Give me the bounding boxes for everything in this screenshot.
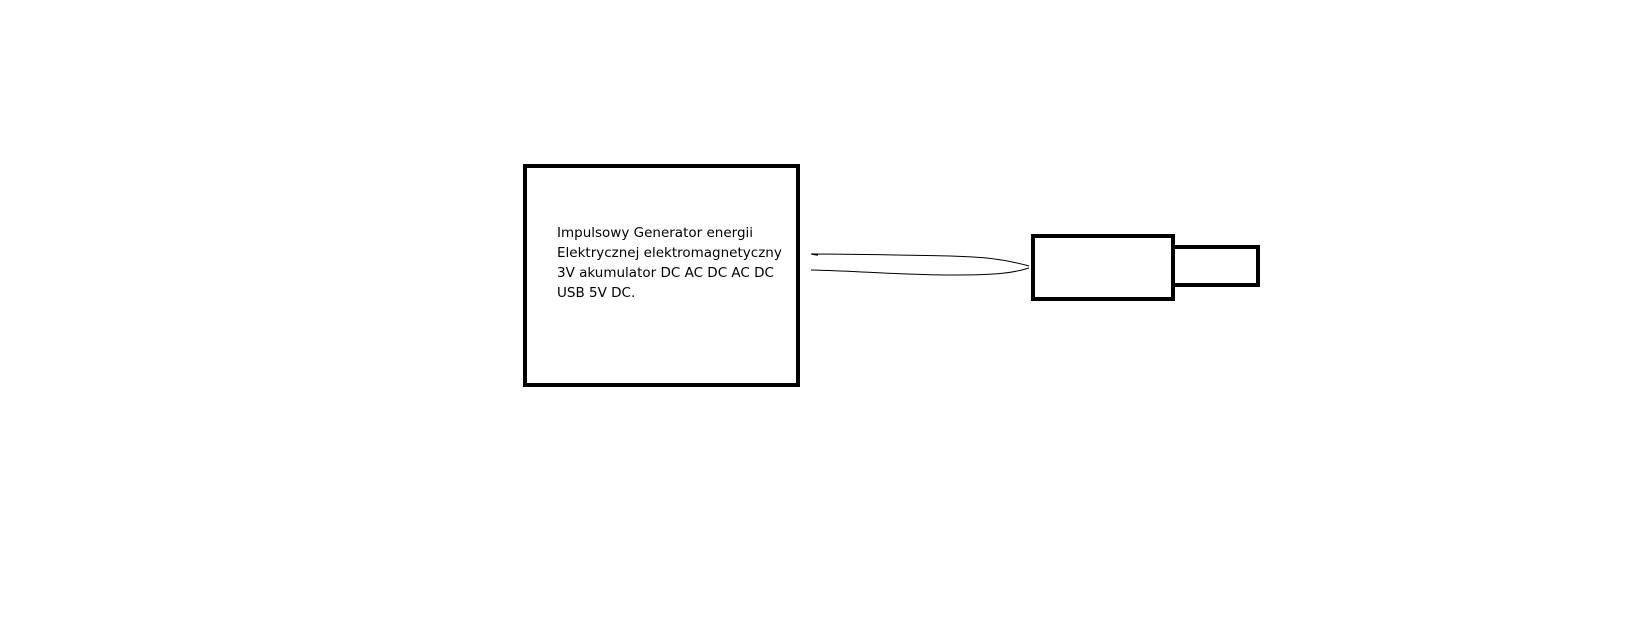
generator-label-line-3: 3V akumulator DC AC DC AC DC	[557, 265, 774, 281]
generator-label-line-1: Impulsowy Generator energii	[557, 225, 754, 241]
cable-bottom-edge	[810, 267, 1030, 276]
cable-top-edge	[810, 253, 1030, 267]
usb-connector-plug	[1171, 245, 1260, 287]
cable-start-tick	[811, 253, 819, 256]
generator-label: Impulsowy Generator energii Elektrycznej…	[557, 223, 782, 303]
generator-label-line-2: Elektrycznej elektromagnetyczny	[557, 245, 782, 261]
generator-box: Impulsowy Generator energii Elektrycznej…	[523, 164, 800, 387]
generator-label-line-4: USB 5V DC.	[557, 285, 636, 301]
usb-connector-body	[1031, 234, 1175, 301]
